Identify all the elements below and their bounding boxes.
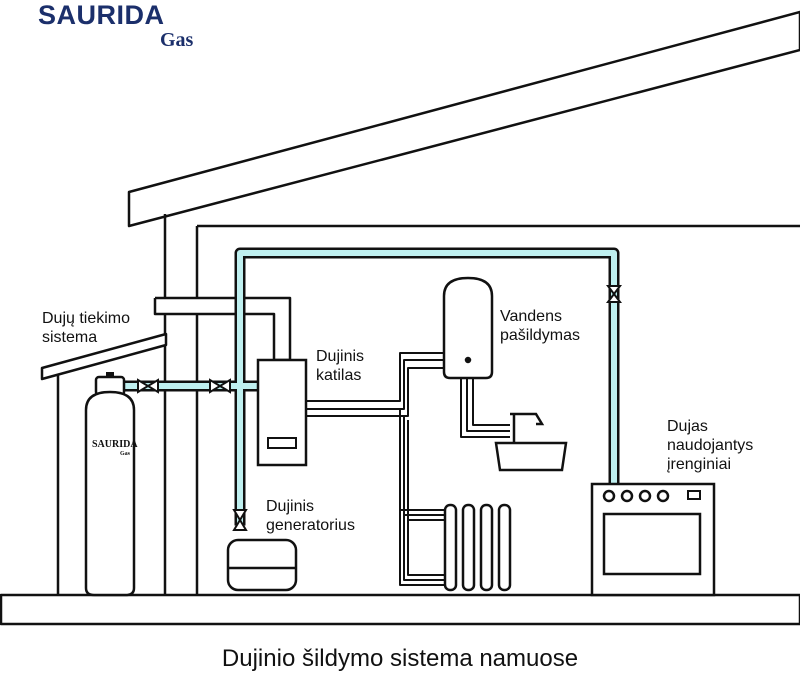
label-water-heater-line1: Vandens — [500, 308, 562, 325]
brand-logo-sub: Gas — [160, 29, 194, 51]
water-pipes — [306, 352, 510, 586]
label-boiler-line1: Dujinis — [316, 348, 365, 365]
radiator — [443, 503, 512, 592]
gas-cylinder — [84, 375, 136, 597]
label-supply: Dujų tiekimo sistema — [42, 309, 130, 347]
boiler-flue — [153, 296, 292, 362]
valve-icon — [137, 285, 622, 531]
cylinder-brand: SAURIDA — [92, 439, 138, 450]
label-water-heater-line2: pašildymas — [500, 327, 581, 344]
gas-pipes — [122, 247, 620, 526]
house-roof — [127, 10, 800, 228]
label-supply-line2: sistema — [42, 329, 98, 346]
label-generator-line2: generatorius — [266, 517, 355, 534]
label-appliances-line3: įrenginiai — [667, 456, 732, 473]
label-supply-line1: Dujų tiekimo — [42, 310, 131, 327]
label-water-heater: Vandens pašildymas — [500, 307, 580, 345]
house-floor — [0, 593, 800, 626]
boiler — [256, 358, 308, 467]
label-appliances: Dujas naudojantys įrenginiai — [667, 417, 753, 474]
sink — [494, 412, 568, 472]
diagram-caption: Dujinio šildymo sistema namuose — [221, 645, 579, 672]
brand-logo: SAURIDA — [38, 0, 165, 30]
label-generator-line1: Dujinis — [266, 498, 315, 515]
label-boiler: Dujinis katilas — [316, 347, 364, 385]
label-generator: Dujinis generatorius — [266, 497, 355, 535]
shed-roof — [40, 332, 168, 381]
water-heater — [442, 276, 494, 380]
label-appliances-line2: naudojantys — [667, 437, 754, 454]
label-boiler-line2: katilas — [316, 367, 362, 384]
cylinder-valve — [106, 372, 114, 378]
label-appliances-line1: Dujas — [667, 418, 708, 435]
cylinder-brand-sub: Gas — [120, 451, 131, 457]
generator — [226, 538, 298, 592]
stove — [590, 482, 716, 597]
